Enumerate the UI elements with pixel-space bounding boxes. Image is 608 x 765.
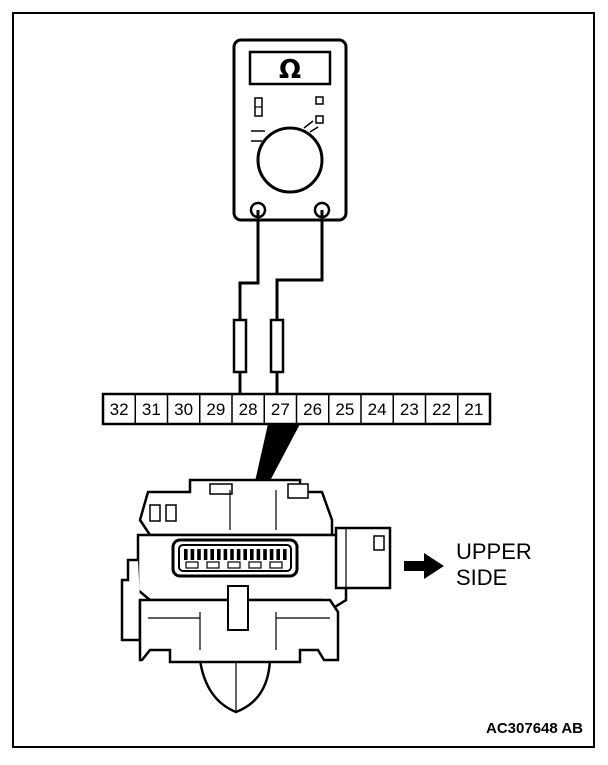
socket-terminal	[190, 549, 195, 560]
upper-side-label-line1: UPPER	[456, 539, 532, 564]
socket-terminal	[283, 549, 287, 560]
pin-number-31: 31	[142, 400, 161, 419]
meter-dial	[256, 126, 324, 194]
pin-number-30: 30	[174, 400, 193, 419]
lead-right-wire	[275, 210, 324, 320]
combination-switch-body	[120, 478, 392, 714]
ohm-symbol: Ω	[279, 55, 301, 85]
socket-latch	[185, 561, 199, 569]
socket-latch	[227, 561, 241, 569]
socket-latch	[269, 561, 283, 569]
meter-scale-ticks	[251, 120, 319, 142]
socket-terminal	[223, 549, 228, 560]
socket-terminal	[243, 549, 247, 560]
socket-terminal	[269, 549, 274, 560]
connector-socket	[171, 538, 299, 578]
probe-right	[269, 318, 285, 398]
pin-number-25: 25	[335, 400, 354, 419]
socket-terminal	[184, 549, 188, 560]
pin-number-24: 24	[368, 400, 387, 419]
figure-code: AC307648 AB	[486, 720, 583, 737]
socket-terminal	[250, 549, 254, 560]
pin-number-23: 23	[400, 400, 419, 419]
socket-terminal	[203, 549, 208, 560]
connector-pin-strip: 32 31 30 29 28 27 26 25 24 23 22 21	[101, 392, 492, 426]
socket-terminal	[210, 549, 214, 560]
meter-display	[248, 50, 332, 86]
pin-number-32: 32	[110, 400, 129, 419]
upper-side-label-line2: SIDE	[456, 565, 507, 590]
socket-terminal	[197, 549, 201, 560]
test-leads	[238, 210, 324, 320]
pin-number-22: 22	[432, 400, 451, 419]
pin-number-21: 21	[464, 400, 483, 419]
socket-terminal	[256, 549, 261, 560]
pin-number-26: 26	[303, 400, 322, 419]
pin-number-28: 28	[239, 400, 258, 419]
socket-terminal	[236, 549, 241, 560]
upper-side-arrow	[404, 553, 444, 579]
meter-button-bottom	[315, 115, 324, 124]
lead-left-wire	[238, 210, 260, 320]
pin-number-29: 29	[206, 400, 225, 419]
socket-terminal	[276, 549, 280, 560]
socket-terminal	[230, 549, 234, 560]
socket-latch	[206, 561, 220, 569]
socket-terminal	[263, 549, 267, 560]
socket-latch	[248, 561, 262, 569]
meter-button-top	[315, 96, 324, 105]
socket-terminal	[217, 549, 221, 560]
multimeter: Ω	[232, 38, 348, 222]
pin-number-27: 27	[271, 400, 290, 419]
